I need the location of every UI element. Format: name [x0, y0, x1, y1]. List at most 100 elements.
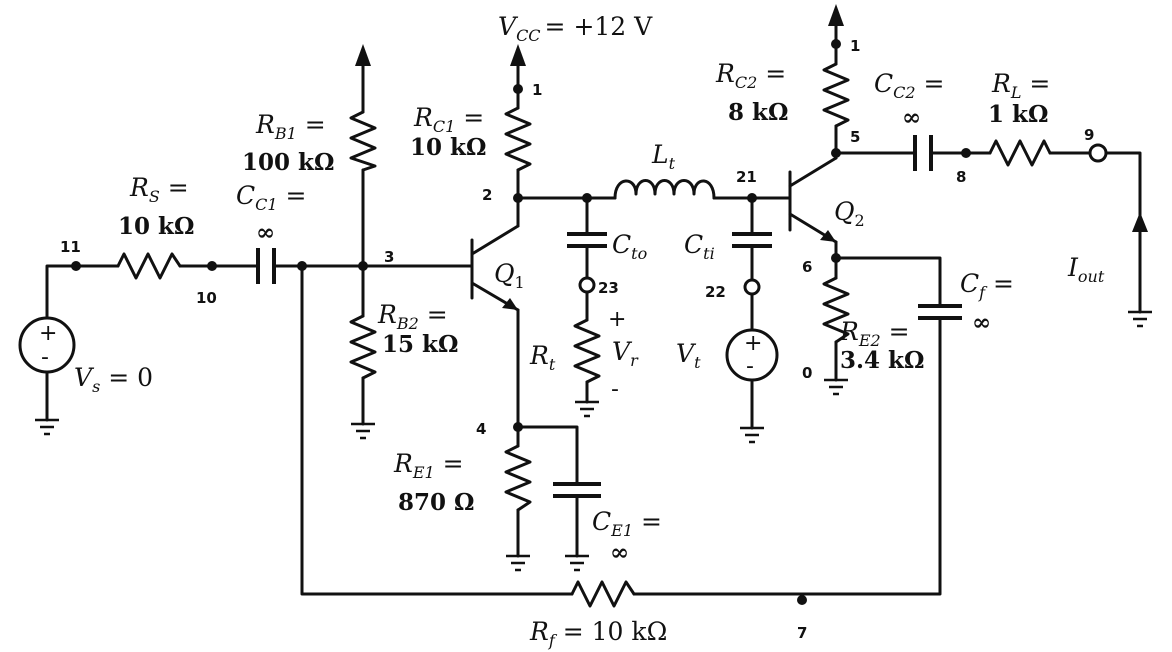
ground-symbols: [35, 310, 1152, 572]
junction-dot-feedback: [297, 261, 307, 271]
cf-value: ∞: [972, 309, 991, 336]
cto-label: Cto: [612, 230, 647, 263]
ground-icon-re1: [506, 554, 530, 572]
junction-dot-1-rc1: [513, 84, 523, 94]
vr-minus-sign: -: [611, 377, 619, 402]
ground-icon-rb2: [351, 422, 375, 440]
node-label-22: 22: [705, 283, 726, 301]
capacitors: [256, 135, 962, 498]
node-label-3: 3: [384, 248, 394, 266]
vs-minus-sign: -: [41, 345, 49, 370]
vt-plus-sign: +: [744, 331, 762, 356]
q1-label: Q1: [494, 259, 525, 292]
ground-icon-vt: [740, 426, 764, 444]
vr-label: Vr: [612, 337, 639, 370]
rt-resistor: [573, 318, 601, 384]
q2-collector-lead: [788, 156, 838, 188]
node-label-4: 4: [476, 420, 486, 438]
wire-vs-to-node11: [45, 264, 120, 320]
rt-label: Rt: [529, 341, 556, 374]
node-label-9: 9: [1084, 126, 1094, 144]
rb1-resistor: [349, 110, 377, 172]
rb2-resistor: [349, 314, 377, 380]
re1-resistor: [504, 444, 532, 512]
cc1-value: ∞: [256, 219, 275, 246]
node-label-6: 6: [802, 258, 812, 276]
re2-resistor: [822, 276, 850, 344]
vcc-arrow-icon-rc1: [510, 44, 526, 66]
lt-label: Lt: [651, 140, 676, 173]
rc2-value: 8 kΩ: [728, 99, 788, 126]
ce1-capacitor: [553, 482, 601, 498]
junction-dot-5: [831, 148, 841, 158]
node-label-23: 23: [598, 279, 619, 297]
rc1-resistor: [504, 106, 532, 172]
node-label-21: 21: [736, 168, 757, 186]
iout-arrow-icon: [1132, 212, 1148, 232]
resistors: [116, 62, 1052, 608]
terminal-22: [743, 278, 761, 296]
node-label-8: 8: [956, 168, 966, 186]
junction-dot-7: [797, 595, 807, 605]
vs-plus-sign: +: [39, 321, 57, 346]
cf-capacitor: [918, 304, 962, 320]
wire-to-ce1: [516, 425, 579, 486]
ce1-label: CE1 =: [592, 507, 662, 540]
terminal-9: [1088, 143, 1108, 163]
wire-feedback-left: [300, 264, 574, 596]
q1-emitter-arrow-icon: [502, 298, 518, 310]
rb2-label: RB2 =: [377, 300, 448, 333]
ground-icon-output: [1128, 310, 1152, 328]
cf-label: Cf =: [960, 269, 1014, 302]
cc2-capacitor: [913, 135, 933, 171]
vt-minus-sign: -: [746, 354, 754, 379]
rc2-label: RC2 =: [715, 59, 786, 92]
junctions: [71, 39, 1108, 605]
rc2-resistor: [822, 62, 850, 128]
rc1-label: RC1 =: [413, 103, 484, 136]
ce1-value: ∞: [610, 539, 629, 566]
ground-icon-re2: [824, 378, 848, 396]
vcc-label: VCC= +12 V: [498, 12, 653, 45]
rf-label: Rf =10 kΩ: [529, 617, 667, 650]
junction-dot-cto: [582, 193, 592, 203]
node-label-5: 5: [850, 128, 860, 146]
wire-node6-to-cf: [834, 256, 942, 308]
rs-value: 10 kΩ: [118, 213, 194, 240]
rc1-value: 10 kΩ: [410, 134, 486, 161]
q1-collector-lead: [470, 224, 520, 256]
q2-emitter-arrow-icon: [820, 230, 836, 242]
lt-inductor: [613, 179, 716, 200]
node-label-0: 0: [802, 364, 812, 382]
vt-label: Vt: [676, 339, 701, 372]
rl-label: RL =: [991, 69, 1050, 102]
iout-label: Iout: [1067, 253, 1105, 286]
junction-dot-21: [747, 193, 757, 203]
rb1-value: 100 kΩ: [242, 149, 334, 176]
cc1-label: CC1 =: [236, 181, 306, 214]
vcc-arrow-icon-rc2: [828, 4, 844, 26]
junction-dot-6: [831, 253, 841, 263]
rs-resistor: [116, 252, 182, 280]
re1-label: RE1 =: [393, 449, 464, 482]
vs-label: Vs = 0: [74, 363, 153, 396]
junction-dot-3: [358, 261, 368, 271]
vcc-arrow-icon-rb1: [355, 44, 371, 66]
junction-dot-10: [207, 261, 217, 271]
node-label-1b: 1: [850, 37, 860, 55]
rf-resistor: [570, 580, 636, 608]
cti-label: Cti: [684, 230, 715, 263]
wire-output-to-ground: [1104, 151, 1142, 314]
rs-label: RS =: [129, 173, 189, 206]
wire-feedback-right: [632, 316, 942, 596]
ground-icon-rt: [575, 400, 599, 418]
re2-label: RE2 =: [839, 317, 910, 350]
cto-capacitor: [567, 232, 607, 248]
component-labels: VCC= +12 V RS = 10 kΩ CC1 = ∞ RB1 = 100 …: [74, 12, 1105, 650]
junction-dot-4: [513, 422, 523, 432]
node-numbers: 1 1 2 3 4 5 6 7 8 9 10 11 21 22 23 0: [60, 37, 1094, 642]
junction-dot-8: [961, 148, 971, 158]
q2-label: Q2: [834, 197, 865, 230]
rb2-value: 15 kΩ: [382, 331, 458, 358]
